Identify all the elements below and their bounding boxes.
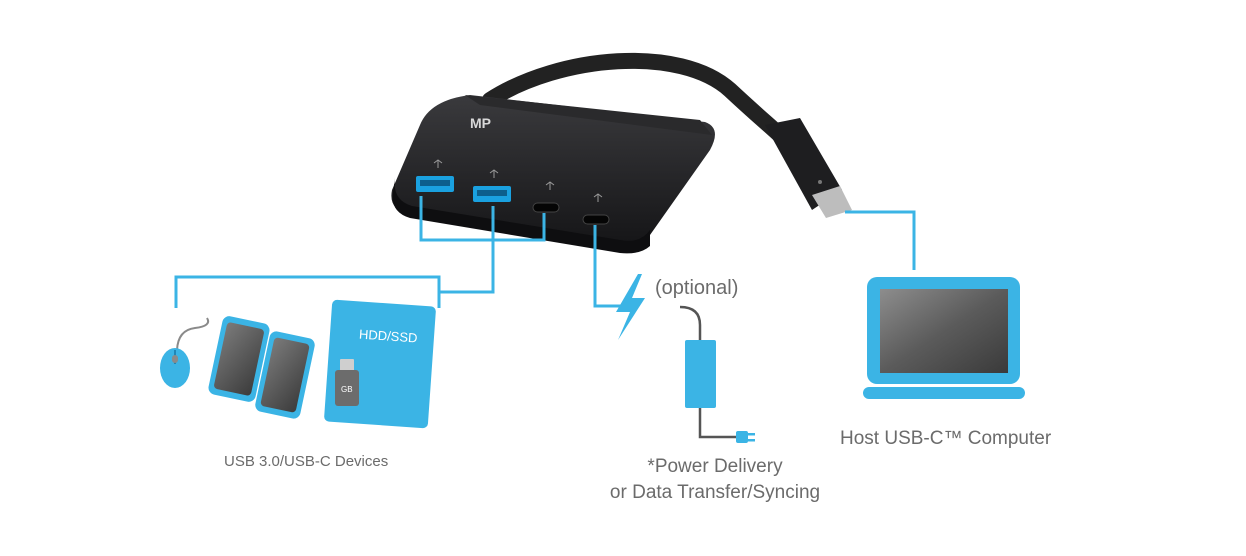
connection-lines	[174, 196, 916, 308]
optional-label: (optional)	[655, 277, 739, 299]
hub-logo: MP	[470, 115, 491, 131]
usb-c-port-2	[582, 214, 610, 225]
usb-symbol-icon	[593, 193, 603, 202]
line-ports-bracket	[419, 196, 546, 242]
usb-c-plug	[765, 118, 852, 218]
line-power	[593, 225, 628, 308]
phone-icon	[255, 331, 315, 419]
line-host	[845, 210, 916, 270]
flash-label: GB	[341, 385, 353, 394]
usb-symbol-icon	[489, 169, 499, 178]
usb-c-port-1	[532, 202, 560, 213]
host-computer-label: Host USB-C™ Computer	[840, 428, 1052, 449]
usb-symbol-icon	[545, 181, 555, 190]
flash-drive-icon: GB	[335, 359, 359, 406]
usb-a-port-2	[473, 186, 511, 202]
lightning-icon	[616, 274, 645, 340]
power-plug-icon	[736, 431, 755, 443]
power-delivery-label: *Power Delivery or Data Transfer/Syncing	[600, 454, 830, 506]
usb-a-port-1	[416, 176, 454, 192]
usb-symbol-icon	[433, 159, 443, 168]
devices-label: USB 3.0/USB-C Devices	[224, 453, 389, 470]
usb-hub: MP	[391, 95, 715, 254]
hdd-label: HDD/SSD	[359, 326, 418, 345]
phone-icon	[208, 316, 270, 402]
line-devices-bracket	[174, 275, 441, 308]
power-delivery-line2: or Data Transfer/Syncing	[609, 482, 821, 503]
laptop-icon	[863, 277, 1025, 399]
mouse-icon	[160, 317, 210, 388]
power-delivery-line1: *Power Delivery	[647, 456, 783, 477]
hub-logo-text: MP	[470, 115, 491, 131]
power-adapter	[679, 305, 755, 443]
line-port2-down	[439, 206, 495, 294]
usb-c-cable	[482, 52, 852, 218]
usb-devices: HDD/SSD GB	[160, 299, 436, 429]
